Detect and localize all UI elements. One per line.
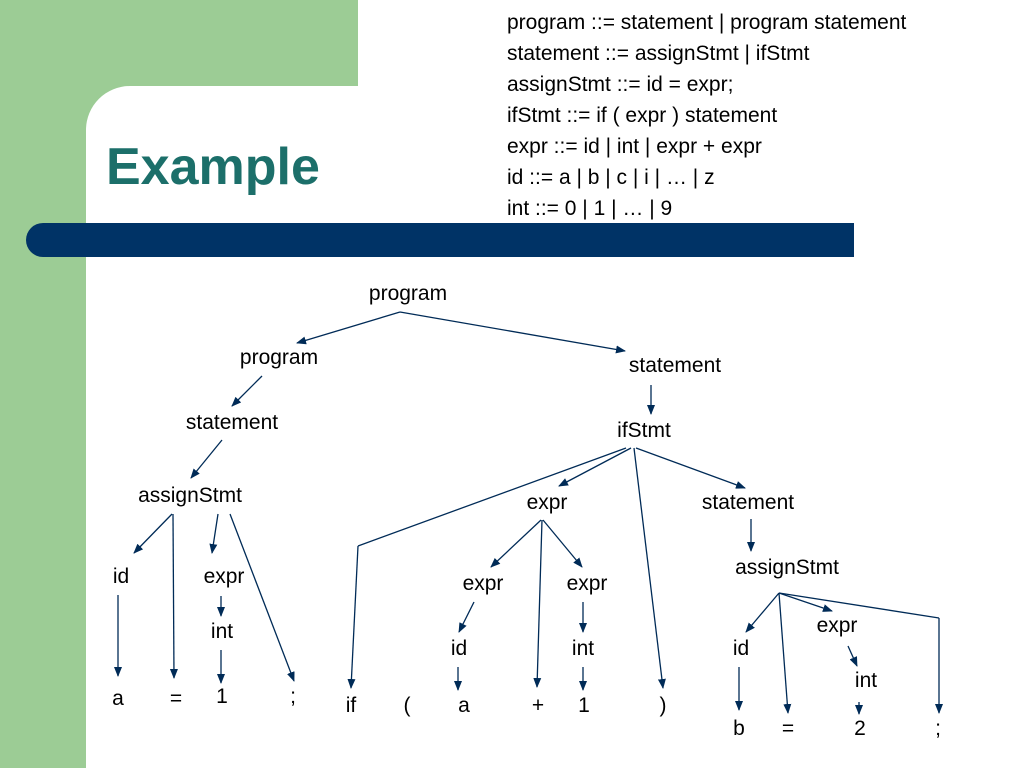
tree-edge-expr3-to-id2 — [458, 601, 475, 633]
tree-node-expr5: expr — [817, 614, 858, 637]
tree-node-t-two: 2 — [854, 717, 866, 740]
tree-edge-ifs-to-t-if — [347, 447, 627, 689]
tree-edge-root-to-prog1 — [296, 311, 401, 345]
tree-node-root: program — [369, 282, 447, 305]
tree-edge-asg2-to-t-semi2 — [778, 592, 943, 714]
tree-node-t-semi2: ; — [935, 717, 941, 740]
tree-edge-segment — [231, 375, 263, 407]
tree-node-int1: int — [211, 620, 233, 643]
tree-node-int3: int — [855, 669, 877, 692]
tree-node-t-semi1: ; — [290, 685, 296, 708]
tree-node-t-one2: 1 — [578, 694, 590, 717]
tree-edge-expr2-to-expr4 — [542, 519, 583, 568]
tree-node-asg2: assignStmt — [735, 556, 839, 579]
tree-edge-segment — [347, 545, 359, 689]
tree-edge-asg2-to-t-eq2 — [778, 592, 792, 714]
tree-edge-segment — [633, 447, 666, 689]
tree-edge-asg2-to-expr5 — [778, 592, 833, 612]
tree-edge-segment — [169, 513, 178, 679]
tree-node-asg1: assignStmt — [138, 484, 242, 507]
tree-node-t-rp: ) — [660, 694, 667, 717]
sidebar-green-band — [0, 0, 358, 768]
tree-node-t-a1: a — [112, 687, 124, 710]
tree-edge-prog1-to-stmt1 — [231, 375, 263, 407]
tree-edge-ifs-to-stmt3 — [635, 447, 746, 489]
tree-node-expr2: expr — [527, 491, 568, 514]
tree-node-stmt3: statement — [702, 491, 794, 514]
tree-edge-stmt1-to-asg1 — [190, 439, 223, 479]
tree-edge-asg1-to-expr1 — [209, 513, 219, 554]
tree-node-stmt1: statement — [186, 411, 278, 434]
tree-node-expr3: expr — [463, 572, 504, 595]
tree-edge-segment — [558, 447, 632, 487]
grammar-rule-assignstmt: assignStmt ::= id = expr; — [507, 73, 734, 96]
tree-edge-segment — [847, 645, 858, 667]
tree-node-stmt2: statement — [629, 354, 721, 377]
grammar-rule-id: id ::= a | b | c | i | … | z — [507, 166, 715, 189]
tree-node-t-one1: 1 — [216, 685, 228, 708]
tree-edge-segment — [745, 592, 780, 633]
tree-edge-segment — [778, 592, 940, 619]
tree-edge-segment — [778, 592, 833, 612]
tree-edge-segment — [458, 601, 475, 633]
parse-tree-edges — [114, 311, 943, 715]
tree-edge-asg1-to-t-eq1 — [169, 513, 178, 679]
tree-edge-expr2-to-expr3 — [490, 519, 542, 568]
tree-node-int2: int — [572, 637, 594, 660]
tree-node-t-eq2: = — [782, 717, 794, 740]
grammar-rule-statement: statement ::= assignStmt | ifStmt — [507, 42, 810, 65]
tree-edge-ifs-to-t-rp — [633, 447, 666, 689]
title-divider-bar — [26, 223, 854, 257]
tree-edge-root-to-stmt2 — [399, 311, 626, 354]
tree-edge-expr2-to-t-plus — [533, 519, 543, 688]
tree-edge-asg1-to-t-semi1 — [229, 513, 295, 682]
tree-edge-ifs-to-expr2 — [558, 447, 632, 487]
tree-edge-segment — [133, 513, 173, 554]
tree-edge-segment — [190, 439, 223, 479]
title-divider-bar-end — [800, 223, 854, 257]
tree-edge-segment — [542, 519, 583, 568]
tree-edge-segment — [778, 592, 792, 714]
tree-edge-asg2-to-id3 — [745, 592, 780, 633]
parse-tree-nodes: program program statement assignStmt id expr i… — [112, 282, 941, 740]
grammar-rule-ifstmt: ifStmt ::= if ( expr ) statement — [507, 104, 778, 127]
tree-edge-segment — [229, 513, 295, 682]
tree-edge-segment — [296, 311, 401, 345]
grammar-rule-program: program ::= statement | program statemen… — [507, 11, 907, 34]
tree-node-id3: id — [733, 637, 749, 660]
tree-edge-segment — [209, 513, 219, 554]
tree-edge-segment — [635, 447, 746, 489]
tree-node-t-plus: + — [532, 694, 544, 717]
grammar-definition: program ::= statement | program statemen… — [507, 7, 906, 224]
tree-node-expr4: expr — [567, 572, 608, 595]
grammar-rule-int: int ::= 0 | 1 | … | 9 — [507, 197, 673, 220]
tree-edge-segment — [357, 447, 627, 547]
tree-edge-expr5-to-int3 — [847, 645, 858, 667]
tree-node-ifs: ifStmt — [617, 419, 671, 442]
tree-node-prog1: program — [240, 346, 318, 369]
tree-node-t-if: if — [346, 694, 357, 717]
tree-node-id2: id — [451, 637, 467, 660]
tree-node-t-eq1: = — [170, 687, 182, 710]
tree-edge-segment — [399, 311, 626, 354]
tree-node-t-lp: ( — [404, 694, 411, 717]
tree-edge-asg1-to-id1 — [133, 513, 173, 554]
tree-node-t-a2: a — [458, 694, 470, 717]
tree-edge-segment — [490, 519, 542, 568]
tree-node-id1: id — [113, 565, 129, 588]
slide-title: Example — [106, 138, 320, 196]
tree-node-t-b: b — [733, 717, 745, 740]
tree-node-expr1: expr — [204, 565, 245, 588]
grammar-rule-expr: expr ::= id | int | expr + expr — [507, 135, 762, 158]
tree-edge-segment — [533, 519, 543, 688]
